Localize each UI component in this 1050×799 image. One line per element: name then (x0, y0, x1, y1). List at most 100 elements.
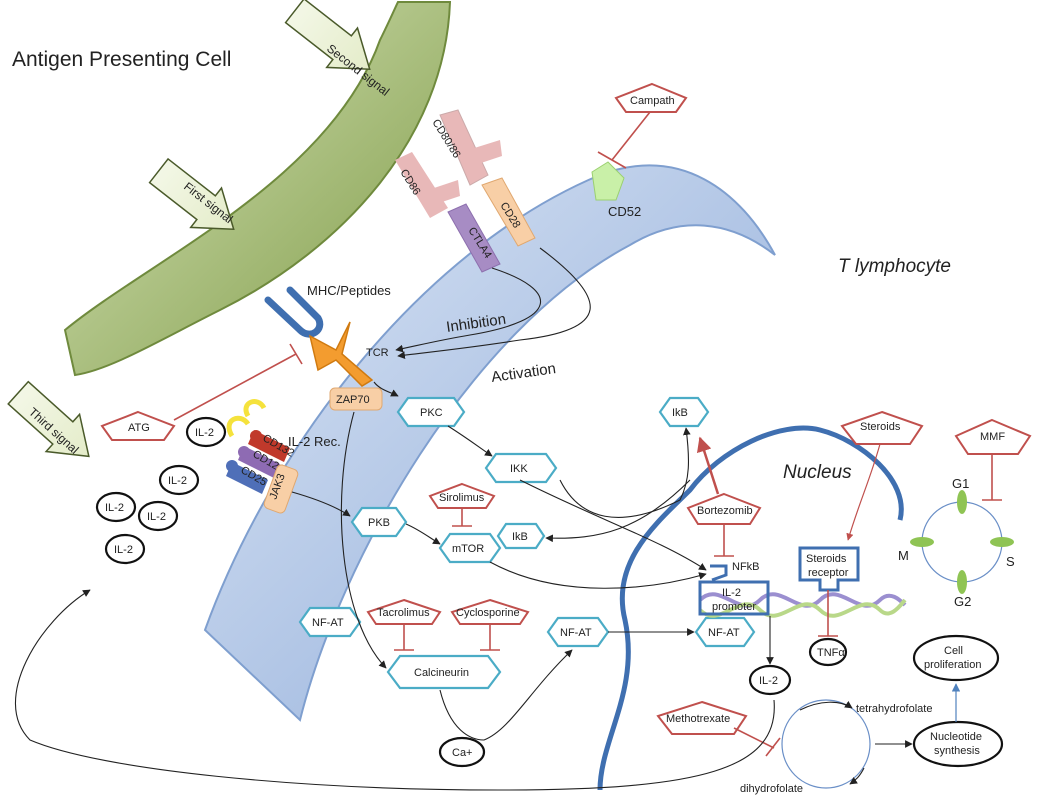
nucleotide-synthesis-oval: Nucleotide synthesis (912, 720, 1004, 768)
apc-membrane (63, 0, 452, 377)
cd28-shape (481, 177, 536, 247)
nucleus-label: Nucleus (783, 462, 852, 483)
nucleus-membrane (597, 425, 904, 791)
bortezomib-drug: Bortezomib (686, 492, 762, 525)
svg-text:Sirolimus: Sirolimus (439, 492, 485, 504)
nfkb-shape (710, 564, 728, 582)
svg-text:Steroids: Steroids (860, 421, 901, 433)
mtor-node: mTOR (438, 532, 502, 564)
signal-arrows (14, 381, 913, 791)
ca-oval: Ca+ (438, 736, 486, 768)
svg-text:IL-2: IL-2 (147, 511, 166, 523)
svg-text:Cyclosporine: Cyclosporine (456, 607, 520, 619)
nfkb-label: NFkB (732, 561, 760, 573)
cd52-label: CD52 (608, 204, 641, 219)
cd80-86-shape (439, 109, 502, 186)
g2-marker (957, 570, 967, 594)
folate-cycle (781, 699, 871, 789)
calcineurin-node: Calcineurin (386, 654, 502, 690)
tetrahydrofolate-label: tetrahydrofolate (856, 703, 932, 715)
apc-label: Antigen Presenting Cell (12, 48, 231, 71)
il2-oval-a: IL-2 (185, 416, 227, 448)
ikb-center-node: IkB (496, 522, 546, 550)
g2-label: G2 (954, 594, 971, 609)
svg-text:ATG: ATG (128, 422, 150, 434)
t-cell-label: T lymphocyte (838, 256, 951, 277)
svg-text:MMF: MMF (980, 431, 1005, 443)
il2-oval-b: IL-2 (158, 464, 200, 496)
il2-promoter-label-1: IL-2 (722, 587, 741, 599)
steroids-receptor-box (798, 546, 860, 592)
zap70-label: ZAP70 (336, 394, 370, 406)
svg-text:PKB: PKB (368, 517, 390, 529)
sirolimus-drug: Sirolimus (428, 482, 496, 509)
svg-text:TNFα: TNFα (817, 647, 845, 659)
svg-text:Campath: Campath (630, 95, 675, 107)
steroids-receptor-label-1: Steroids (806, 553, 847, 565)
bortezomib-to-ikb (696, 436, 720, 495)
g1-marker (957, 490, 967, 514)
svg-text:synthesis: synthesis (934, 745, 980, 757)
methotrexate-drug: Methotrexate (656, 700, 748, 735)
svg-text:NF-AT: NF-AT (708, 627, 740, 639)
folate-cycle-arrow-top (799, 700, 853, 711)
svg-text:Cell: Cell (944, 645, 963, 657)
tacrolimus-drug: Tacrolimus (366, 598, 442, 625)
svg-text:IL-2: IL-2 (168, 475, 187, 487)
svg-text:IkB: IkB (512, 531, 528, 543)
s-marker (990, 537, 1014, 547)
tcr-label: TCR (366, 347, 389, 359)
il2-promoter-label-2: promoter (712, 601, 756, 613)
s-label: S (1006, 554, 1015, 569)
svg-text:Methotrexate: Methotrexate (666, 713, 730, 725)
svg-text:Tacrolimus: Tacrolimus (377, 607, 430, 619)
svg-text:IL-2: IL-2 (759, 675, 778, 687)
mmf-drug: MMF (954, 418, 1032, 455)
svg-text:NF-AT: NF-AT (560, 627, 592, 639)
nfat-mid-node: NF-AT (546, 616, 610, 648)
tcr-shape (308, 321, 374, 387)
activation-arrow (397, 247, 591, 359)
il2-nucleus-oval: IL-2 (748, 664, 792, 696)
svg-text:Nucleotide: Nucleotide (930, 731, 982, 743)
il2-oval-e: IL-2 (104, 533, 146, 565)
cd52-shape (591, 161, 625, 201)
steroids-to-receptor (846, 443, 881, 541)
svg-text:Bortezomib: Bortezomib (697, 505, 753, 517)
activation-label: Activation (490, 360, 557, 386)
il2rec-label: IL-2 Rec. (288, 434, 341, 449)
mhc-label: MHC/Peptides (307, 283, 391, 298)
cyclosporine-drug: Cyclosporine (450, 598, 530, 625)
il2-receptor-shape (226, 399, 290, 494)
nfat-nuc-node: NF-AT (694, 616, 756, 648)
m-label: M (898, 548, 909, 563)
il2-promoter-box (698, 580, 770, 616)
third-signal-arrow (7, 380, 90, 458)
dna-strand-2 (698, 598, 907, 618)
svg-text:IL-2: IL-2 (195, 427, 214, 439)
atg-drug: ATG (100, 410, 176, 441)
svg-text:Calcineurin: Calcineurin (414, 667, 469, 679)
il2-oval-c: IL-2 (95, 491, 137, 523)
cd86-shape (395, 152, 460, 218)
tnf-oval: TNFα (808, 637, 848, 667)
mhc-shape (264, 286, 324, 338)
il2-oval-d: IL-2 (137, 500, 179, 532)
svg-text:NF-AT: NF-AT (312, 617, 344, 629)
svg-text:mTOR: mTOR (452, 543, 484, 555)
m-marker (910, 537, 934, 547)
svg-text:Ca+: Ca+ (452, 747, 473, 759)
folate-cycle-arrow-bottom (849, 767, 865, 785)
svg-text:IKK: IKK (510, 463, 528, 475)
inhibition-arrow (395, 267, 541, 353)
svg-text:IL-2: IL-2 (114, 544, 133, 556)
steroids-drug: Steroids (840, 410, 924, 445)
zap70-box (329, 387, 383, 411)
nfat-left-node: NF-AT (298, 606, 362, 638)
dihydrofolate-label: dihydrofolate (740, 783, 803, 795)
first-signal-arrow (148, 157, 235, 231)
pkb-node: PKB (350, 506, 408, 538)
